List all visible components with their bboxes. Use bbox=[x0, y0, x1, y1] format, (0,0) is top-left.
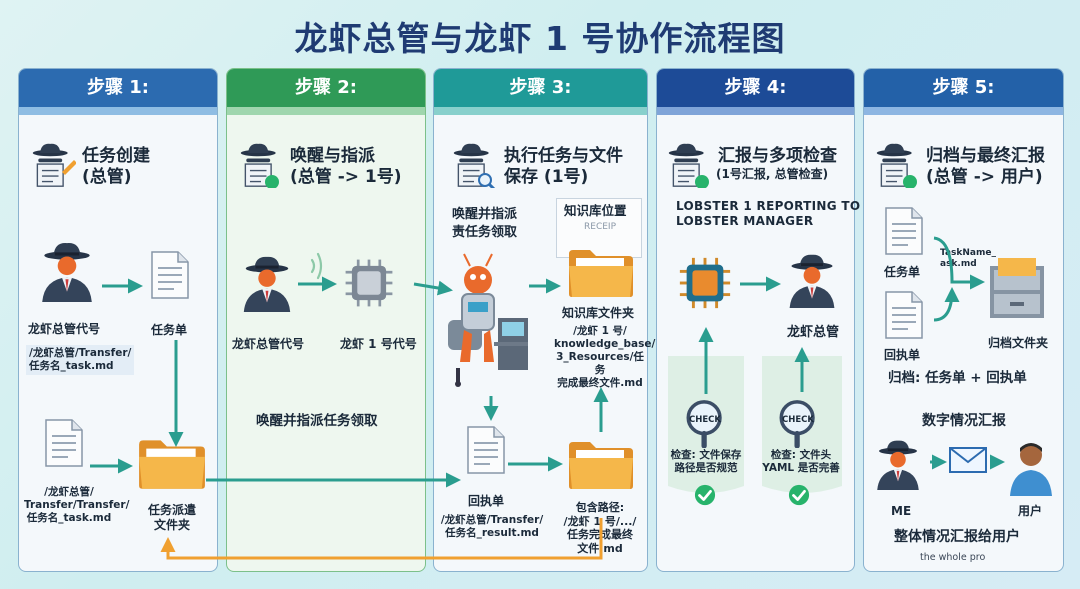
wake-text: 唤醒并指派责任务领取 bbox=[452, 207, 518, 240]
kb-location-card bbox=[556, 198, 642, 258]
step1-agent-path: /龙虾总管/Transfer/任务名_task.md bbox=[26, 345, 135, 375]
step-4-heading: 汇报与多项检查 bbox=[718, 146, 837, 166]
me-label: ME bbox=[891, 504, 912, 518]
summary-sub-text: the whole pro bbox=[920, 552, 986, 563]
result-doc-icon bbox=[466, 425, 506, 475]
archive-report-icon bbox=[874, 142, 917, 188]
include-path: 包含路径:/龙虾 1 号/.../任务完成最终文件.md bbox=[563, 501, 637, 555]
include-folder-icon bbox=[566, 436, 636, 492]
step-5-header: 步骤 5: bbox=[864, 69, 1063, 107]
step-2-heading: 唤醒与指派(总管 -> 1号) bbox=[290, 146, 402, 187]
kb-folder-icon bbox=[566, 244, 636, 300]
step-1-heading: 任务创建(总管) bbox=[82, 146, 150, 187]
archive-receipt-label: 回执单 bbox=[884, 348, 921, 362]
manager-agent-icon-3 bbox=[784, 252, 840, 308]
chip-label: 龙虾 1 号代号 bbox=[340, 337, 417, 351]
step-4-header: 步骤 4: bbox=[657, 69, 854, 107]
wake-assign-icon bbox=[238, 142, 279, 188]
step1-agent-label: 龙虾总管代号 bbox=[28, 322, 101, 336]
step2-agent-label: 龙虾总管代号 bbox=[232, 337, 305, 351]
result-label: 回执单 bbox=[468, 494, 505, 508]
archive-receipt-doc-icon bbox=[884, 290, 924, 340]
task-doc-icon bbox=[150, 250, 190, 300]
step-4-subheading: (1号汇报, 总管检查) bbox=[716, 167, 829, 181]
kb-title: 知识库位置 bbox=[564, 203, 627, 218]
email-icon bbox=[949, 447, 987, 473]
archive-task-doc-icon bbox=[884, 205, 924, 257]
manager-agent-icon-2 bbox=[238, 254, 296, 312]
step-3-heading: 执行任务与文件保存 (1号) bbox=[504, 146, 623, 187]
archive-cabinet-icon bbox=[990, 258, 1044, 318]
manager-label: 龙虾总管 bbox=[787, 325, 840, 340]
dispatch-folder-icon bbox=[136, 434, 208, 492]
kb-path: /龙虾 1 号/knowledge_base/3_Resources/任务完成最… bbox=[554, 325, 656, 389]
kb-faded-text: RECEIP bbox=[584, 222, 616, 232]
step-2-panel: 步骤 2: bbox=[226, 68, 426, 572]
archive-task-label: 任务单 bbox=[884, 265, 921, 279]
check-pass-icon-2 bbox=[788, 484, 810, 506]
lobster1-chip-icon bbox=[342, 256, 396, 310]
step1-file-path: /龙虾总管/Transfer/Transfer/任务名_task.md bbox=[24, 486, 130, 524]
page-title: 龙虾总管与龙虾 1 号协作流程图 bbox=[294, 19, 786, 58]
digital-report-title: 数字情况汇报 bbox=[922, 413, 1006, 429]
me-agent-icon bbox=[877, 440, 919, 490]
step2-caption: 唤醒并指派任务领取 bbox=[256, 413, 378, 429]
check-word-2: CHECK bbox=[782, 415, 814, 425]
check-pass-icon-1 bbox=[694, 484, 716, 506]
task-doc-label: 任务单 bbox=[151, 323, 188, 337]
step-5-heading: 归档与最终汇报(总管 -> 用户) bbox=[926, 146, 1045, 187]
archive-folder-label: 归档文件夹 bbox=[988, 336, 1049, 350]
result-path: /龙虾总管/Transfer/任务名_result.md bbox=[440, 514, 544, 539]
task-create-icon bbox=[30, 142, 76, 188]
check-1-text: 检查: 文件保存路径是否规范 bbox=[670, 449, 742, 474]
step-1-header: 步骤 1: bbox=[19, 69, 217, 107]
lobster1-chip-icon-2 bbox=[676, 254, 734, 312]
user-avatar-icon bbox=[1010, 443, 1052, 496]
step-2-header: 步骤 2: bbox=[227, 69, 425, 107]
execute-save-icon bbox=[451, 142, 496, 188]
robot-lobster-icon bbox=[448, 253, 528, 387]
summary-text: 整体情况汇报给用户 bbox=[894, 529, 1020, 545]
step-3-header: 步骤 3: bbox=[434, 69, 647, 107]
check-word-1: CHECK bbox=[689, 415, 721, 425]
kb-folder-label: 知识库文件夹 bbox=[562, 306, 635, 320]
dispatch-folder-label: 任务派遣文件夹 bbox=[147, 503, 196, 532]
user-label: 用户 bbox=[1018, 504, 1043, 518]
task-file-icon bbox=[44, 418, 84, 468]
manager-agent-icon bbox=[36, 240, 98, 302]
archive-text: 归档: 任务单 + 回执单 bbox=[888, 370, 1027, 386]
report-check-icon bbox=[666, 142, 709, 188]
